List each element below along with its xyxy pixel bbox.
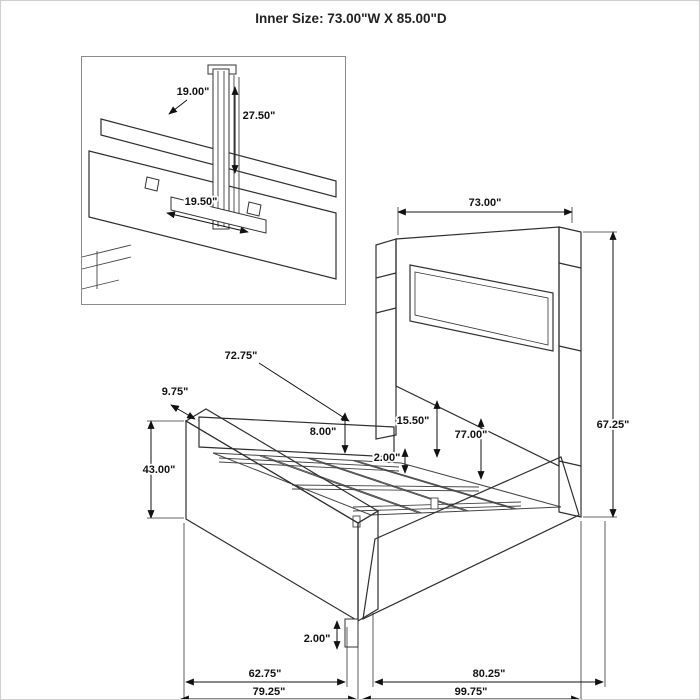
inset-clip-right [246, 201, 262, 217]
headboard-left-post [375, 238, 397, 440]
headboard-inset-panel [409, 264, 554, 352]
side-rail-far [198, 416, 395, 458]
slat-deck [212, 452, 562, 528]
deck-foot [430, 497, 439, 510]
page-title: Inner Size: 73.00"W X 85.00"D [255, 11, 447, 26]
dim-bracket-width-label: 19.50" [185, 196, 218, 208]
footboard-end-cap [357, 509, 379, 623]
dim-overall-depth-label: 99.75" [455, 686, 488, 698]
dim-slat-length-label: 77.00" [455, 429, 488, 441]
dim-support-height-label: 8.00" [310, 426, 337, 438]
dim-footboard-overall-width-label: 79.25" [253, 686, 286, 698]
dimension-annotations: 73.00" 67.25" 72.75" 9.75" 43.00" 8.00" … [141, 195, 631, 699]
dim-hanger-height-label: 27.50" [243, 110, 276, 122]
side-rail-near [362, 456, 580, 621]
inset-clip-left [144, 176, 160, 192]
dim-clearance-height-label: 15.50" [397, 415, 430, 427]
dim-footboard-front-width-label: 62.75" [249, 668, 282, 680]
dim-slat-thickness-label: 2.00" [374, 452, 401, 464]
dim-headboard-height-label: 67.25" [597, 419, 630, 431]
detail-inset: 19.00" 27.50" 19.50" [81, 56, 346, 305]
headboard-right-post [558, 226, 582, 518]
dim-footboard-height-label: 43.00" [143, 464, 176, 476]
inset-headboard-band [88, 150, 337, 280]
inset-back-panel [100, 118, 337, 198]
dim-leg-height-label: 2.00" [304, 633, 331, 645]
dim-rail-length-label: 80.25" [473, 668, 506, 680]
dim-rail-top-width-label: 9.75" [162, 386, 189, 398]
dim-inner-rail-width-label: 72.75" [225, 350, 258, 362]
dim-hanger-width-label: 19.00" [177, 86, 210, 98]
footboard [184, 408, 380, 623]
dim-headboard-width-label: 73.00" [469, 197, 502, 209]
